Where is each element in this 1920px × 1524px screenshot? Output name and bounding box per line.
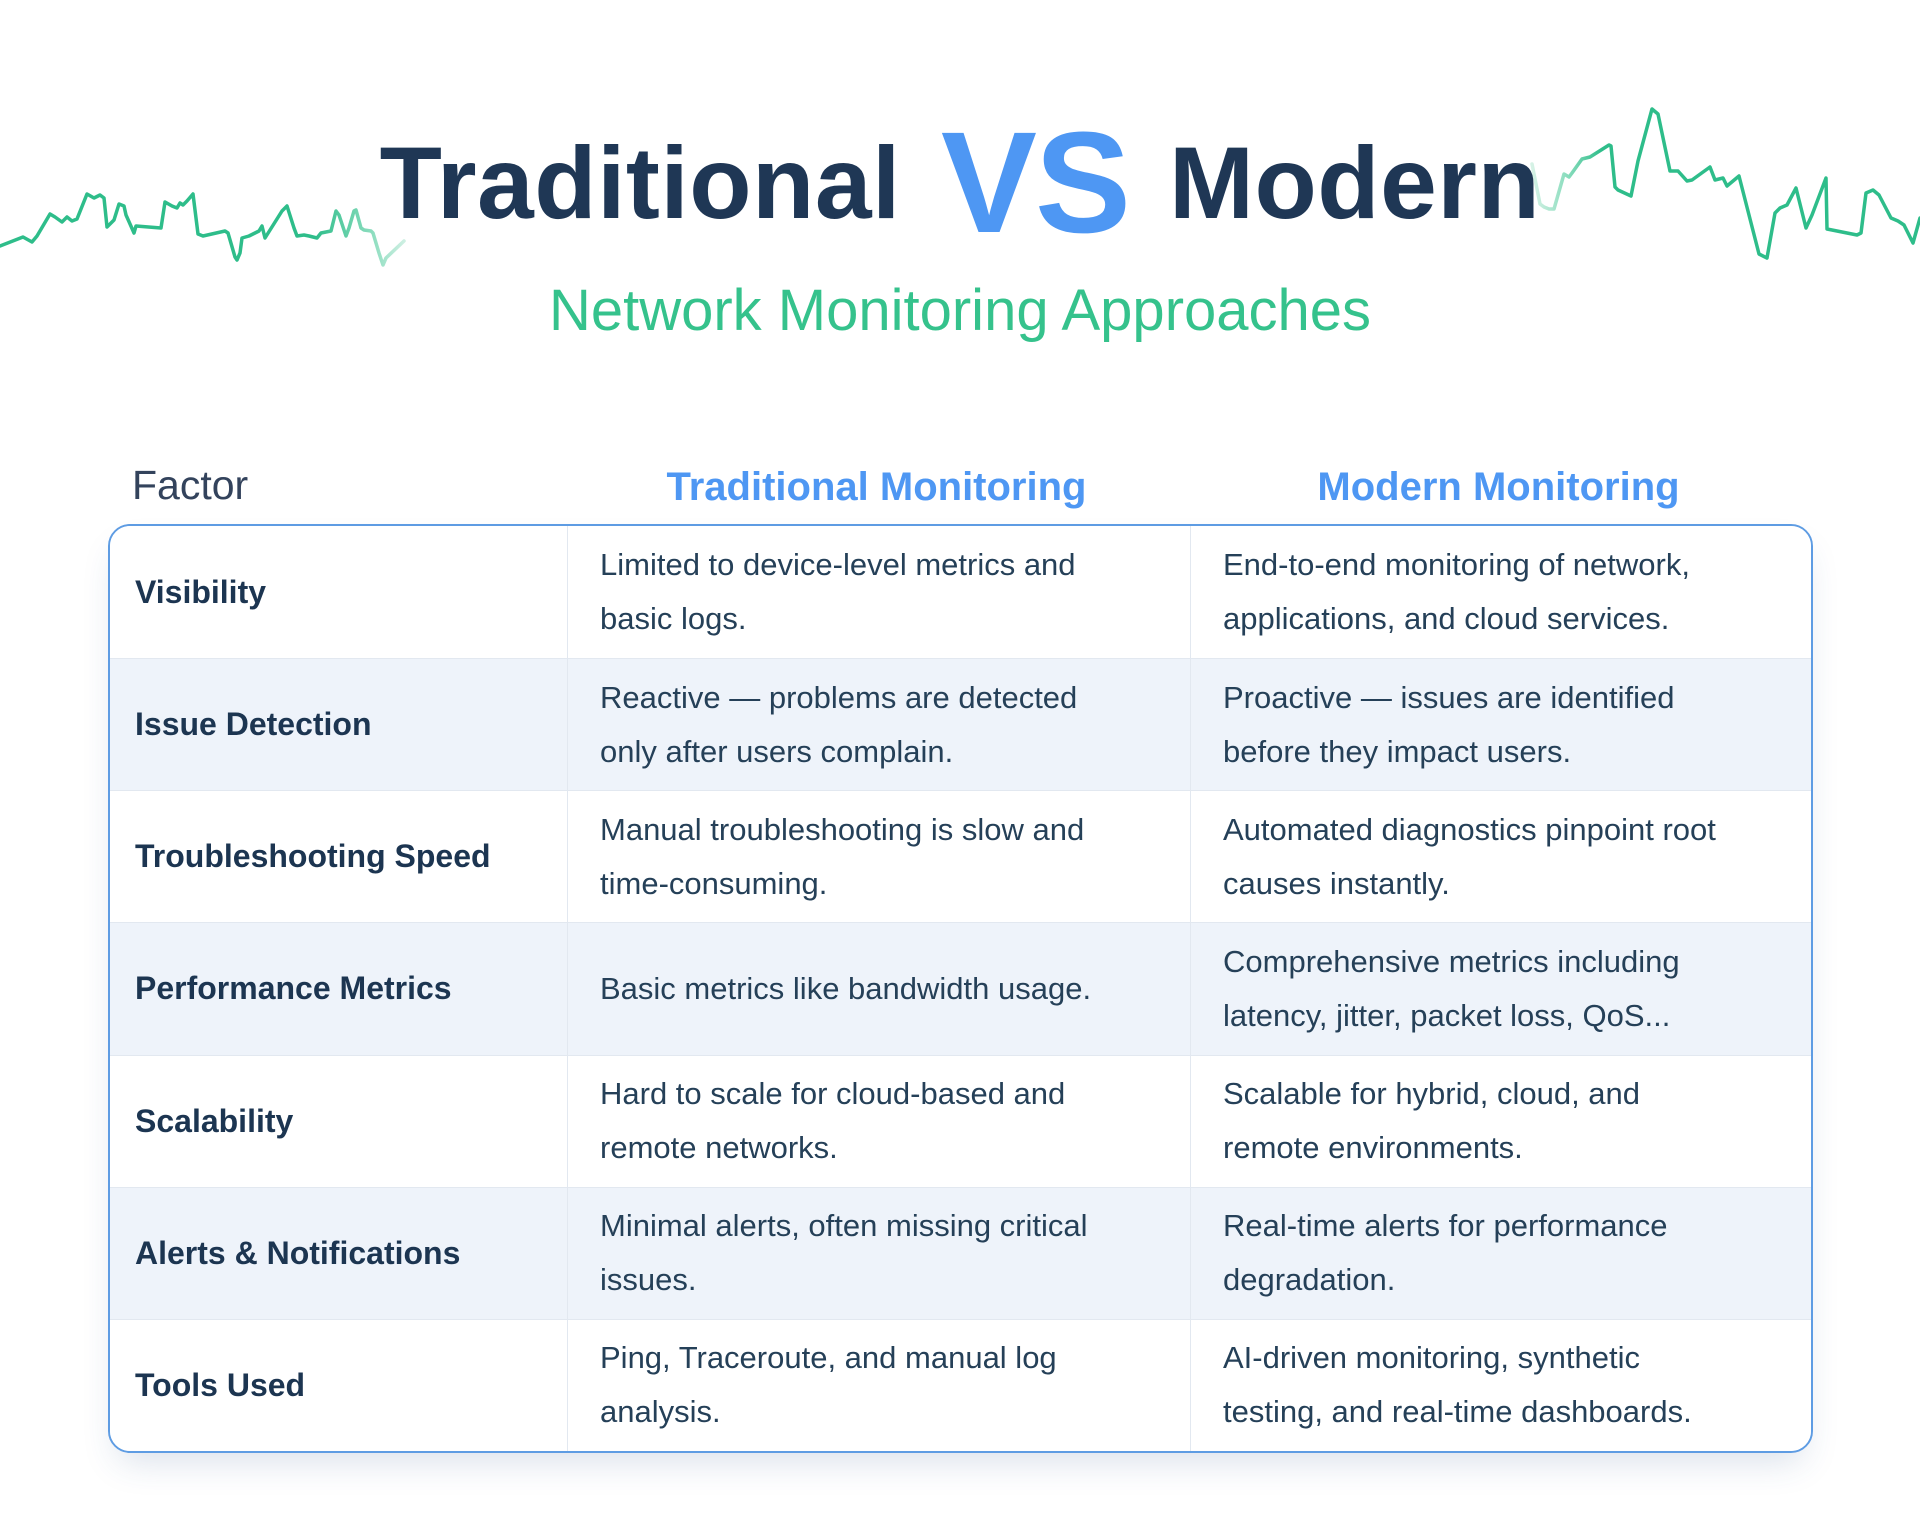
modern-cell: End-to-end monitoring of network, applic…: [1190, 526, 1811, 659]
factor-cell: Tools Used: [135, 1366, 306, 1403]
table-row: Performance Metrics Basic metrics like b…: [110, 922, 1811, 1055]
comparison-table: Visibility Limited to device-level metri…: [108, 524, 1813, 1453]
factor-cell: Alerts & Notifications: [135, 1234, 461, 1271]
modern-cell: Real-time alerts for performance degrada…: [1190, 1187, 1811, 1319]
table-row: Alerts & Notifications Minimal alerts, o…: [110, 1186, 1811, 1319]
traditional-cell: Ping, Traceroute, and manual log analysi…: [567, 1319, 1190, 1451]
column-header-factor: Factor: [132, 462, 249, 508]
table-row: Tools Used Ping, Traceroute, and manual …: [110, 1318, 1811, 1451]
traditional-cell: Reactive — problems are detected only af…: [567, 659, 1190, 791]
traditional-cell: Manual troubleshooting is slow and time-…: [567, 791, 1190, 923]
table-row: Issue Detection Reactive — problems are …: [110, 658, 1811, 791]
factor-cell: Performance Metrics: [135, 970, 452, 1007]
modern-cell: Proactive — issues are identified before…: [1190, 659, 1811, 791]
title-word-traditional: Traditional: [379, 126, 901, 240]
title-word-modern: Modern: [1169, 126, 1541, 240]
table-row: Troubleshooting Speed Manual troubleshoo…: [110, 790, 1811, 923]
title-vs: VS: [940, 102, 1131, 263]
factor-cell: Scalability: [135, 1102, 294, 1139]
page-title: Traditional VS Modern: [0, 111, 1920, 255]
traditional-cell: Limited to device-level metrics and basi…: [567, 526, 1190, 659]
factor-cell: Issue Detection: [135, 706, 372, 743]
column-headers: Factor Traditional Monitoring Modern Mon…: [108, 462, 1813, 510]
modern-cell: AI-driven monitoring, synthetic testing,…: [1190, 1319, 1811, 1451]
page-subtitle: Network Monitoring Approaches: [548, 278, 1372, 343]
column-header-traditional: Traditional Monitoring: [666, 465, 1087, 509]
table-row: Visibility Limited to device-level metri…: [110, 526, 1811, 659]
column-header-modern: Modern Monitoring: [1317, 465, 1680, 509]
modern-cell: Scalable for hybrid, cloud, and remote e…: [1190, 1055, 1811, 1187]
traditional-cell: Minimal alerts, often missing critical i…: [567, 1187, 1190, 1319]
traditional-cell: Hard to scale for cloud-based and remote…: [567, 1055, 1190, 1187]
table-row: Scalability Hard to scale for cloud-base…: [110, 1054, 1811, 1187]
modern-cell: Automated diagnostics pinpoint root caus…: [1190, 791, 1811, 923]
modern-cell: Comprehensive metrics including latency,…: [1190, 923, 1811, 1055]
traditional-cell: Basic metrics like bandwidth usage.: [567, 923, 1190, 1055]
factor-cell: Visibility: [135, 573, 267, 610]
factor-cell: Troubleshooting Speed: [135, 838, 491, 875]
